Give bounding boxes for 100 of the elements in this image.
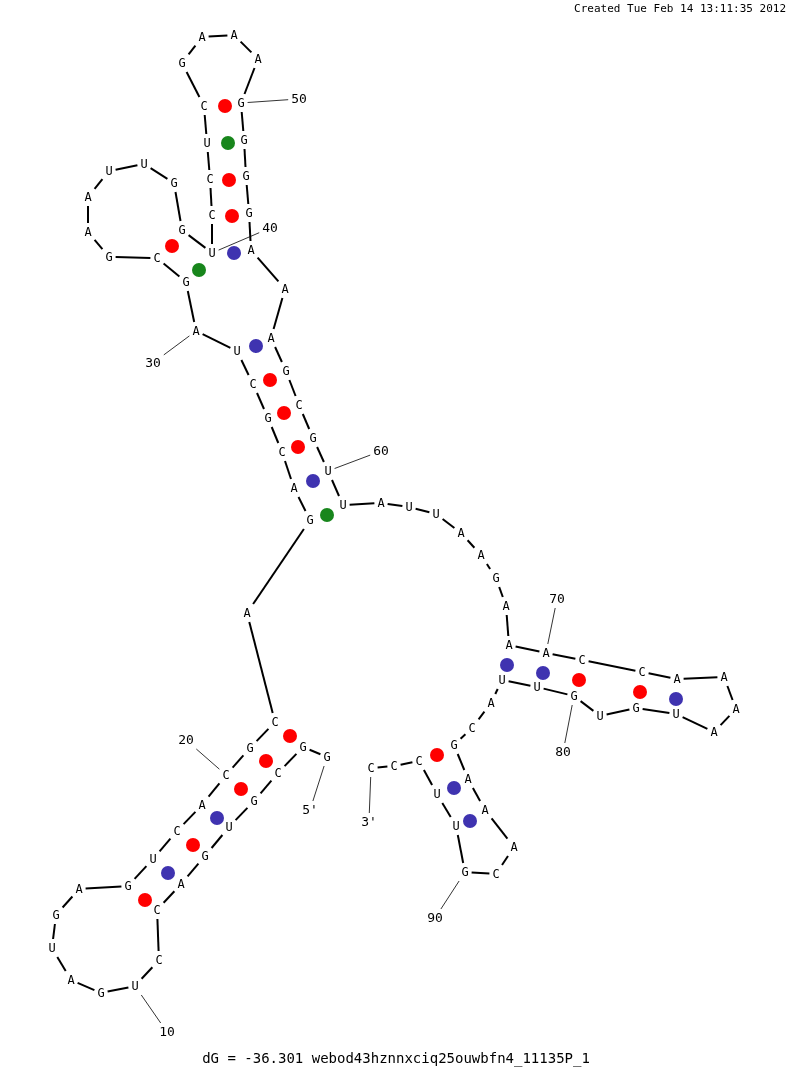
- backbone-line: [61, 895, 74, 909]
- nucleotide-letter: A: [477, 548, 485, 562]
- backbone-line: [240, 359, 250, 376]
- nucleotide-letter: C: [222, 768, 230, 782]
- nucleotide-letter: A: [290, 481, 298, 495]
- backbone-line: [471, 787, 482, 802]
- position-number: 20: [178, 733, 194, 747]
- backbone-line: [283, 752, 298, 768]
- nucleotide-letter: G: [105, 250, 113, 264]
- backbone-line: [158, 837, 172, 853]
- backbone-line: [76, 981, 96, 992]
- nucleotide-letter: U: [149, 852, 157, 866]
- leader-line: [334, 454, 371, 469]
- backbone-line: [234, 806, 249, 822]
- backbone-line: [386, 502, 404, 508]
- backbone-line: [114, 256, 152, 259]
- nucleotide-letter: C: [578, 653, 586, 667]
- nucleotide-letter: U: [208, 246, 216, 260]
- nucleotide-letter: G: [282, 364, 290, 378]
- nucleotide-letter: A: [177, 877, 185, 891]
- backbone-line: [84, 885, 123, 890]
- backbone-line: [149, 167, 169, 180]
- nucleotide-letter: A: [510, 840, 518, 854]
- nucleotide-letter: C: [200, 99, 208, 113]
- backbone-line: [174, 191, 182, 222]
- backbone-line: [579, 700, 595, 712]
- nucleotide-letter: A: [247, 243, 255, 257]
- backbone-line: [239, 40, 253, 54]
- backbone-line: [243, 148, 247, 168]
- backbone-line: [248, 221, 252, 242]
- backbone-line: [477, 710, 486, 721]
- nucleotide-letter: U: [140, 157, 148, 171]
- nucleotide-letter: A: [464, 772, 472, 786]
- backbone-line: [272, 297, 284, 330]
- backbone-line: [182, 810, 197, 826]
- leader-line: [547, 607, 556, 645]
- backbone-line: [201, 333, 232, 349]
- backbone-line: [209, 187, 213, 207]
- backbone-line: [187, 234, 207, 249]
- backbone-line: [156, 918, 160, 952]
- nucleotide-letter: U: [533, 680, 541, 694]
- leader-line: [195, 748, 220, 770]
- nucleotide-letter: A: [673, 672, 681, 686]
- nucleotide-letter: U: [131, 979, 139, 993]
- nucleotide-letter: A: [254, 52, 262, 66]
- nucleotide-letter: G: [632, 701, 640, 715]
- nucleotide-letter: C: [249, 377, 257, 391]
- backbone-line: [206, 151, 211, 171]
- nucleotide-letter: A: [84, 190, 92, 204]
- nucleotide-letter: U: [405, 500, 413, 514]
- backbone-line: [248, 621, 274, 714]
- nucleotide-letter: A: [267, 331, 275, 345]
- nucleotide-letter: G: [182, 275, 190, 289]
- backbone-line: [256, 392, 265, 410]
- backbone-line: [211, 223, 213, 245]
- backbone-line: [490, 817, 509, 840]
- position-number: 60: [373, 444, 389, 458]
- nucleotide-letter: C: [155, 953, 163, 967]
- nucleotide-letter: G: [246, 741, 254, 755]
- nucleotide-letter: U: [498, 673, 506, 687]
- position-number: 80: [555, 745, 571, 759]
- backbone-line: [485, 563, 492, 570]
- backbone-line: [274, 346, 283, 363]
- leader-line: [218, 232, 260, 251]
- backbone-line: [288, 379, 297, 397]
- nucleotide-letter: A: [84, 225, 92, 239]
- backbone-line: [376, 765, 389, 769]
- nucleotide-letter: U: [672, 707, 680, 721]
- nucleotide-letter: G: [124, 879, 132, 893]
- nucleotide-letter: U: [225, 820, 233, 834]
- nucleotide-letter: A: [710, 725, 718, 739]
- backbone-line: [56, 956, 67, 972]
- nucleotide-letter: G: [450, 738, 458, 752]
- nucleotide-letter: C: [206, 172, 214, 186]
- nucleotide-letter: A: [377, 496, 385, 510]
- backbone-line: [308, 748, 322, 756]
- nucleotide-letter: A: [198, 30, 206, 44]
- timestamp-text: Created Tue Feb 14 13:11:35 2012: [574, 2, 786, 15]
- backbone-line: [682, 676, 719, 680]
- nucleotide-letter: U: [233, 344, 241, 358]
- position-number: 5': [302, 803, 318, 817]
- nucleotide-letter: C: [638, 665, 646, 679]
- backbone-line: [514, 645, 541, 653]
- nucleotide-letter: A: [198, 798, 206, 812]
- position-number: 40: [262, 221, 278, 235]
- backbone-line: [641, 708, 671, 714]
- backbone-line: [93, 178, 104, 190]
- backbone-line: [399, 761, 414, 766]
- nucleotide-letter: A: [542, 646, 550, 660]
- position-number: 3': [361, 815, 377, 829]
- backbone-line: [93, 238, 104, 251]
- nucleotide-letter: A: [732, 702, 740, 716]
- nucleotide-letter: A: [457, 526, 465, 540]
- nucleotide-letter: G: [178, 223, 186, 237]
- nucleotide-letter: A: [720, 670, 728, 684]
- backbone-line: [316, 446, 325, 463]
- nucleotide-letter: G: [242, 169, 250, 183]
- nucleotide-letter: C: [278, 445, 286, 459]
- backbone-line: [414, 507, 431, 514]
- backbone-line: [185, 71, 201, 98]
